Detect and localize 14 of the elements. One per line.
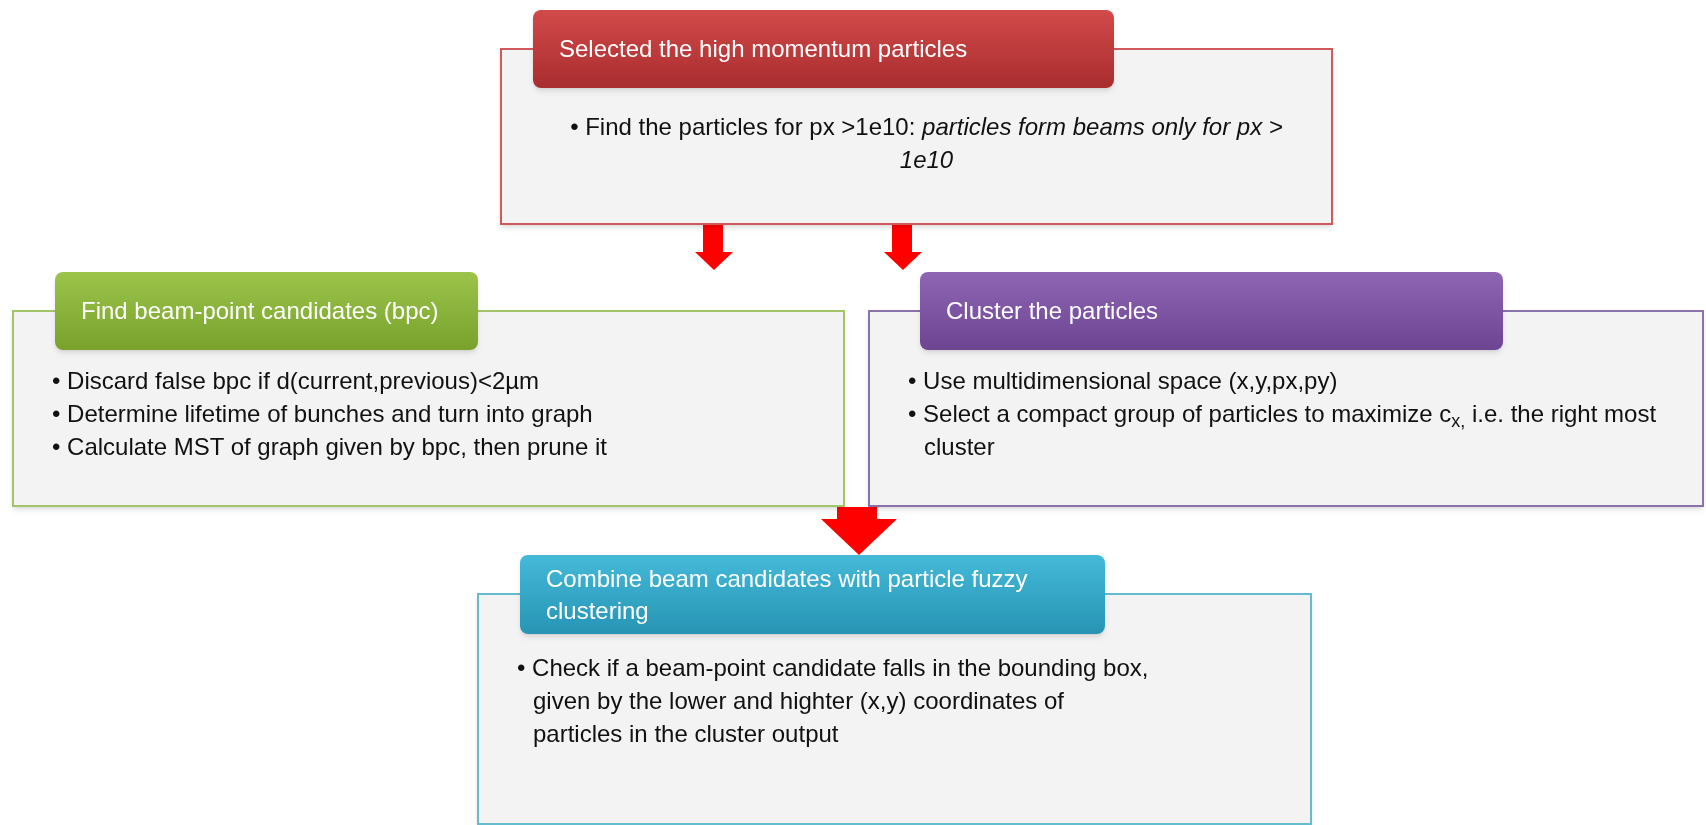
bullet-text: • Select a compact group of particles to maximize c$_{x,}$ i.e. the right most cluster	[908, 399, 1658, 462]
bullet-text: • Use multidimensional space (x,y,px,py)	[908, 366, 1339, 396]
bullet-text: • Find the particles for px >1e10: particles form beams only for px > 1e10	[569, 112, 1284, 175]
bullet-text: • Discard false bpc if d(current,previous)<2µm	[52, 366, 541, 396]
header-tab: Cluster the particles	[920, 272, 1503, 350]
bullet-text: • Determine lifetime of bunches and turn into graph	[52, 399, 594, 429]
header-tab: Selected the high momentum particles	[533, 10, 1114, 88]
arrow	[884, 225, 922, 270]
arrow	[821, 507, 897, 555]
arrow	[695, 225, 733, 270]
header-tab: Combine beam candidates with particle fuzzy clustering	[520, 555, 1105, 634]
header-tab: Find beam-point candidates (bpc)	[55, 272, 478, 350]
bullet-text: • Check if a beam-point candidate falls in the bounding box, given by the lower and highter (x,y) coordinates of particles in the cluster output	[517, 653, 1150, 749]
bullet-text: • Calculate MST of graph given by bpc, then prune it	[52, 432, 608, 462]
